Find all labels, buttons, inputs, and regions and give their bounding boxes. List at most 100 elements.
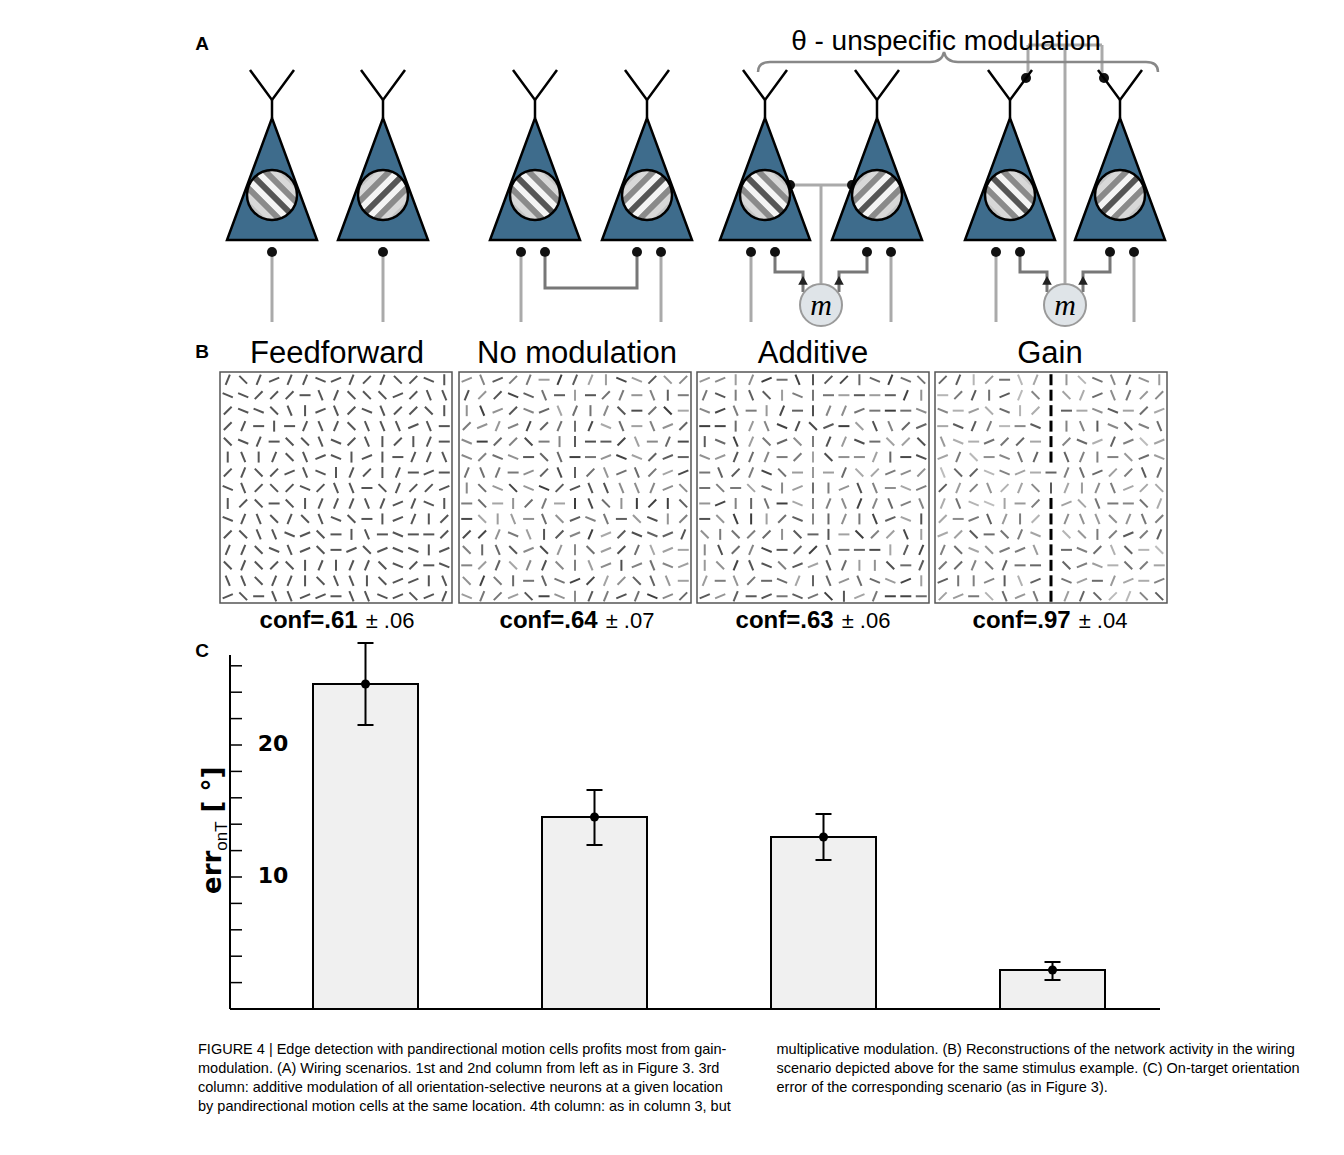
- orientation-dash: [663, 424, 673, 428]
- gabor-outline: [1095, 170, 1145, 220]
- orientation-dash: [1095, 498, 1099, 508]
- orientation-dash: [919, 545, 923, 555]
- gabor-receptive-field: [1077, 152, 1163, 238]
- orientation-dash: [901, 579, 911, 583]
- orientation-dash: [480, 591, 484, 601]
- gabor-receptive-field: [492, 152, 578, 238]
- orientation-dash: [1139, 455, 1149, 459]
- orientation-dash: [587, 546, 595, 554]
- orientation-dash: [317, 546, 325, 554]
- orientation-dash: [1157, 498, 1161, 508]
- orientation-dash: [838, 533, 849, 535]
- orientation-dash: [509, 561, 517, 569]
- orientation-dash: [984, 470, 994, 474]
- orientation-dash: [678, 441, 689, 443]
- orientation-dash: [363, 376, 371, 384]
- orientation-dash: [747, 531, 755, 539]
- orientation-dash: [1157, 421, 1161, 431]
- orientation-dash: [916, 409, 926, 413]
- orientation-dash: [224, 531, 232, 539]
- orientation-dash: [442, 576, 446, 586]
- orientation-dash: [873, 452, 877, 462]
- orientation-dash: [1064, 452, 1068, 462]
- orientation-dash: [704, 560, 706, 571]
- orientation-dash: [1108, 424, 1118, 428]
- orientation-dash: [424, 501, 434, 505]
- orientation-dash: [953, 410, 964, 412]
- orientation-dash: [439, 548, 449, 552]
- orientation-dash: [781, 529, 783, 540]
- orientation-dash: [601, 563, 611, 567]
- orientation-dash: [1111, 576, 1115, 586]
- orientation-dash: [379, 484, 387, 492]
- orientation-dash: [762, 548, 772, 552]
- orientation-dash: [970, 453, 978, 461]
- orientation-dash: [315, 455, 325, 459]
- orientation-dash: [632, 378, 642, 382]
- orientation-dash: [331, 455, 341, 459]
- orientation-dash: [1046, 472, 1057, 474]
- figure-stroke: [975, 169, 1036, 230]
- orientation-dash: [764, 498, 768, 508]
- orientation-dash: [650, 421, 654, 431]
- orientation-dash: [870, 579, 880, 583]
- orientation-dash: [939, 561, 947, 569]
- orientation-dash: [987, 421, 991, 431]
- wire: [1083, 257, 1110, 292]
- orientation-dash: [700, 378, 710, 382]
- orientation-dash: [984, 456, 995, 458]
- orientation-dash: [747, 577, 755, 585]
- label-row: A: [195, 34, 209, 55]
- orientation-dash: [409, 407, 417, 415]
- orientation-dash: [618, 577, 626, 585]
- orientation-dash: [777, 502, 788, 504]
- orientation-dash: [635, 467, 639, 477]
- orientation-dash: [509, 376, 517, 384]
- orientation-dash: [411, 514, 415, 524]
- label-text: A: [195, 34, 209, 55]
- orientation-dash: [573, 406, 577, 416]
- orientation-dash: [842, 467, 846, 477]
- orientation-dash: [478, 500, 486, 508]
- orientation-dash: [257, 375, 261, 385]
- orientation-dash: [808, 533, 819, 535]
- orientation-dash: [366, 575, 368, 586]
- orientation-dash: [1050, 452, 1053, 463]
- orientation-dash: [408, 424, 418, 428]
- label-row: conf=.61± .06: [260, 607, 415, 633]
- orientation-dash: [987, 514, 991, 524]
- orientation-dash: [826, 406, 830, 416]
- orientation-dash: [715, 501, 725, 505]
- orientation-dash: [679, 422, 687, 430]
- orientation-dash: [493, 409, 503, 413]
- orientation-dash: [647, 517, 657, 521]
- orientation-dash: [1050, 529, 1053, 540]
- figure-stroke: [859, 177, 920, 238]
- orientation-dash: [539, 441, 550, 443]
- orientation-dash: [812, 390, 814, 401]
- orientation-dash: [587, 577, 595, 585]
- neuron-soma: [490, 118, 580, 240]
- orientation-dash: [223, 393, 233, 397]
- orientation-dash: [1015, 470, 1025, 474]
- orientation-dash: [463, 422, 471, 430]
- orientation-dash: [972, 560, 976, 570]
- orientation-dash: [970, 469, 978, 477]
- orientation-dash: [874, 560, 876, 571]
- orientation-dash: [570, 579, 580, 583]
- synapse-dot: [991, 247, 1001, 257]
- orientation-dash: [635, 545, 639, 555]
- orientation-dash: [508, 424, 518, 428]
- orientation-dash: [348, 515, 356, 523]
- figure-stroke: [730, 169, 791, 230]
- orientation-dash: [1030, 424, 1040, 428]
- orientation-dash: [331, 378, 341, 382]
- orientation-dash: [838, 549, 849, 551]
- orientation-dash: [969, 548, 979, 552]
- orientation-dash: [524, 470, 534, 474]
- dendrite: [743, 70, 787, 100]
- orientation-dash: [350, 452, 352, 463]
- orientation-dash: [574, 467, 576, 478]
- orientation-dash: [900, 410, 911, 412]
